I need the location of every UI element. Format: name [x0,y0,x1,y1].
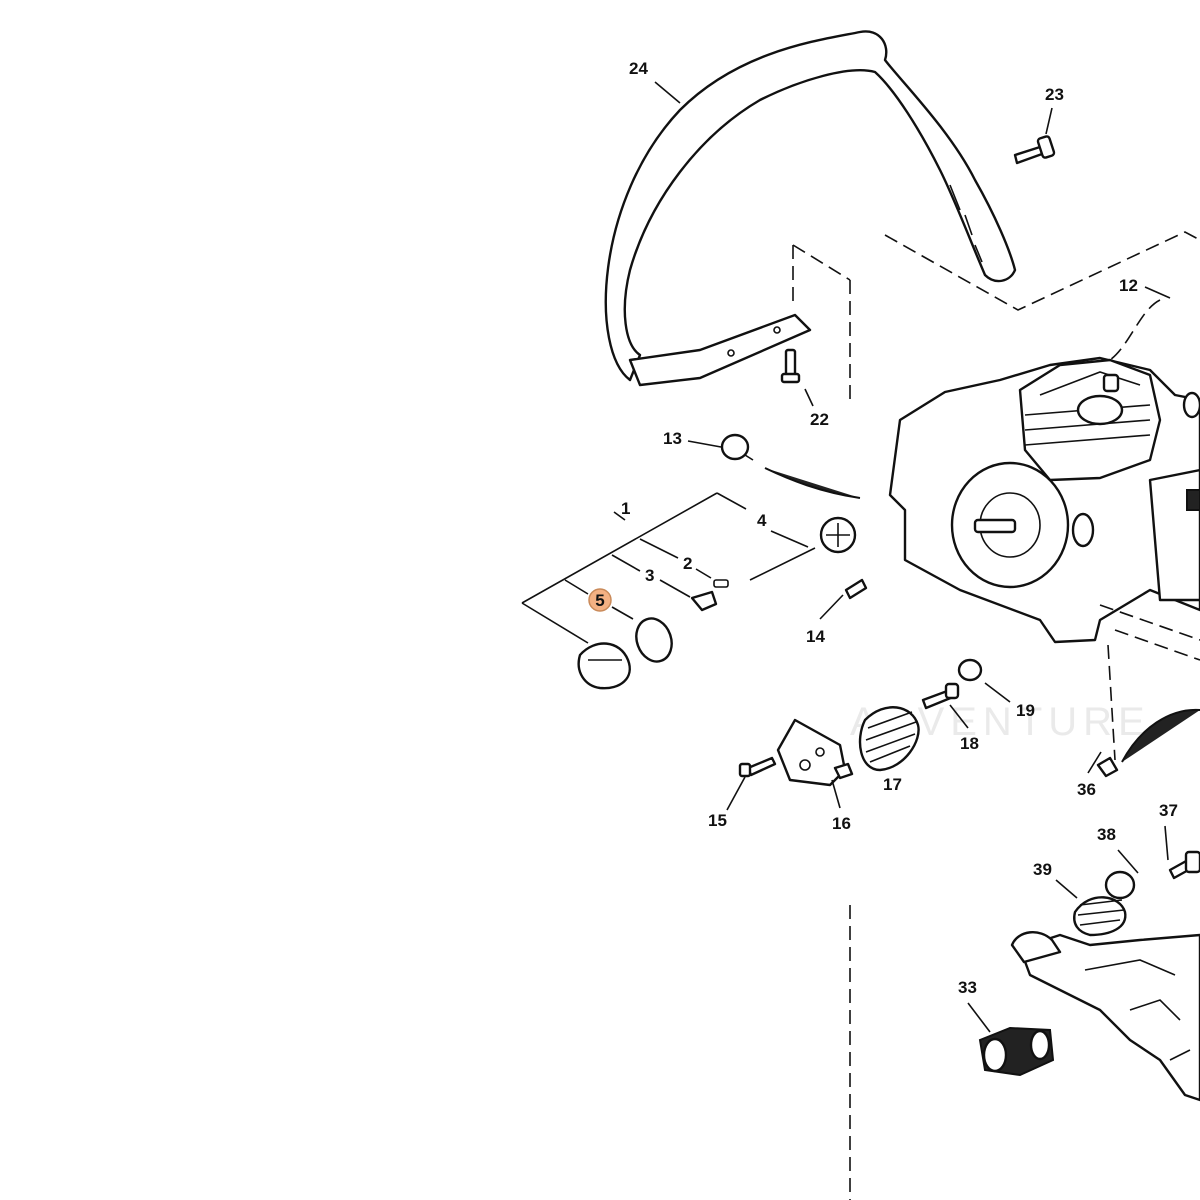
callout-labels: 1 2 3 4 5 12 13 14 15 16 17 18 19 22 23 … [588,59,1178,997]
nut-38-part [1104,870,1136,900]
callout-22: 22 [810,410,829,429]
callout-5-highlight[interactable]: 5 [588,588,612,612]
leader-lines [521,81,1171,1033]
callout-16: 16 [832,814,851,833]
screw-15-part [738,756,777,778]
callout-12: 12 [1119,276,1138,295]
callout-17: 17 [883,775,902,794]
callout-19: 19 [1016,701,1035,720]
callout-3: 3 [645,566,654,585]
screw-23-part [1013,135,1056,165]
callout-14: 14 [806,627,825,646]
callout-15: 15 [708,811,727,830]
choke-knob-13-part [720,433,861,499]
callout-5[interactable]: 5 [595,591,604,610]
callout-36: 36 [1077,780,1096,799]
callout-33: 33 [958,978,977,997]
nut-19-part [957,658,983,682]
reference-lines [792,231,1200,1200]
callout-18: 18 [960,734,979,753]
callout-13: 13 [663,429,682,448]
callout-2: 2 [683,554,692,573]
screw-37-part [1168,850,1200,880]
fitting-36-part [1096,708,1200,778]
callout-4: 4 [757,511,767,530]
callout-23: 23 [1045,85,1064,104]
callout-38: 38 [1097,825,1116,844]
spring-39-part [1073,896,1127,937]
pin-2-part [713,579,729,588]
spring-17-part [858,706,920,772]
engine-housing-part [888,356,1200,644]
rod-4-part [749,516,857,581]
plug-14-part [844,578,868,600]
cap-part [577,642,631,690]
boot-33-part [978,1026,1055,1077]
callout-24: 24 [629,59,648,78]
clip-3-part [690,590,718,612]
o-ring-5-part [635,617,673,663]
bracket-16-part [776,718,854,787]
screw-18-part [921,682,960,710]
callout-39: 39 [1033,860,1052,879]
handle-frame-part [1010,931,1200,1102]
highlight-marker [588,588,612,612]
hand-guard-part [604,30,1017,387]
callout-37: 37 [1159,801,1178,820]
callout-1: 1 [621,499,630,518]
screw-22-part [780,348,801,384]
